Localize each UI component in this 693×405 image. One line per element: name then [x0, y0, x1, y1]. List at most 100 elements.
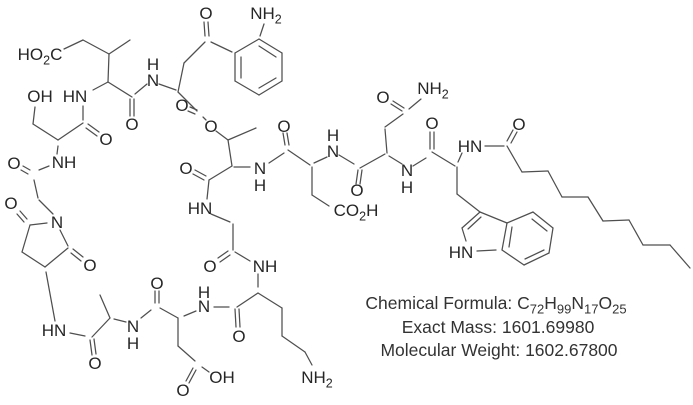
- amide-h-label: H: [147, 55, 159, 74]
- exact-mass-line: Exact Mass: 1601.69980: [402, 317, 595, 337]
- bond-line: [219, 254, 231, 263]
- bond-line: [20, 169, 29, 175]
- ketone-o-label: O: [199, 4, 212, 23]
- bond-line: [56, 145, 59, 155]
- carbonyl-o-label: O: [125, 115, 138, 134]
- bond-line: [38, 199, 54, 215]
- amide-n-label: N: [127, 317, 139, 336]
- carbonyl-o-label: O: [99, 130, 112, 149]
- bond-line: [457, 152, 463, 163]
- bond-line: [304, 351, 313, 366]
- decanoyl-o-label: O: [512, 115, 525, 134]
- bond-line: [227, 127, 257, 141]
- bond-line: [183, 310, 197, 317]
- bond-line: [234, 80, 260, 96]
- bond-line: [187, 110, 196, 115]
- succinimide-o-label: O: [83, 256, 96, 275]
- bond-line: [355, 169, 359, 185]
- bond-line: [203, 21, 206, 37]
- bond-line: [215, 130, 229, 141]
- bond-line: [92, 81, 109, 91]
- bond-line: [189, 106, 198, 111]
- bond-line: [107, 53, 110, 83]
- amide-n-label: N: [401, 161, 413, 180]
- bond-line: [72, 248, 84, 258]
- bond-line: [524, 249, 545, 260]
- bond-line: [210, 213, 231, 223]
- bond-line: [508, 226, 513, 248]
- bond-line: [390, 103, 403, 112]
- chemical-formula-line: Chemical Formula: C72H99N17O25: [365, 293, 626, 317]
- bond-line: [29, 222, 48, 226]
- bond-line: [467, 216, 482, 230]
- bond-line: [192, 173, 205, 181]
- bond-line: [501, 249, 525, 266]
- indole-nh-label: HN: [449, 243, 474, 262]
- bond-line: [19, 210, 28, 220]
- bond-line: [258, 77, 277, 89]
- bond-line: [547, 170, 563, 198]
- bond-line: [234, 38, 260, 54]
- bond-line: [32, 106, 36, 125]
- amide-h-label: H: [401, 178, 413, 197]
- bond-line: [69, 332, 86, 337]
- amide-n-label: N: [147, 71, 159, 90]
- amide-h-label: H: [254, 176, 266, 195]
- carbonyl-o-label: O: [203, 257, 216, 276]
- bond-line: [234, 251, 251, 262]
- carbonyl-o-label: O: [150, 274, 163, 293]
- bond-line: [587, 196, 604, 222]
- bond-line: [384, 113, 404, 128]
- carbonyl-o-label: O: [179, 159, 192, 178]
- bond-line: [313, 156, 328, 164]
- bond-line: [208, 165, 233, 181]
- bond-line: [506, 145, 523, 173]
- bond-line: [384, 128, 388, 154]
- bond-line: [461, 227, 467, 242]
- bond-line: [107, 81, 133, 98]
- bond-line: [89, 339, 93, 356]
- bond-line: [669, 244, 691, 269]
- bond-line: [461, 211, 481, 229]
- bond-line: [532, 211, 554, 229]
- bond-line: [282, 132, 286, 146]
- bond-line: [602, 219, 630, 222]
- amide-nh-label: HN: [188, 199, 213, 218]
- amide-h-label: H: [127, 334, 139, 353]
- asparagine-nh2-label: NH2: [417, 79, 449, 102]
- bond-line: [16, 213, 25, 223]
- bond-line: [82, 39, 110, 55]
- bond-line: [506, 129, 514, 142]
- bond-line: [159, 307, 179, 319]
- bond-line: [548, 227, 554, 254]
- aniline-nh2-label: NH2: [250, 4, 282, 27]
- bond-line: [510, 131, 518, 144]
- bond-line: [33, 179, 39, 199]
- bond-line: [57, 122, 84, 141]
- acid-o-label: O: [176, 381, 189, 400]
- bond-line: [201, 366, 210, 373]
- amide-n-label: N: [254, 159, 266, 178]
- bond-line: [359, 153, 386, 169]
- bond-line: [177, 345, 196, 362]
- bond-line: [523, 252, 550, 266]
- ornithine-nh2-label: NH2: [301, 368, 333, 391]
- bond-line: [238, 308, 241, 328]
- bond-line: [70, 252, 82, 262]
- carbonyl-o-label: O: [7, 154, 20, 173]
- bond-line: [236, 292, 259, 308]
- bond-line: [85, 127, 98, 137]
- bond-line: [207, 21, 210, 37]
- bond-line: [194, 169, 207, 177]
- amide-nh-label: HN: [63, 87, 88, 106]
- bond-line: [185, 367, 194, 382]
- bond-line: [258, 45, 277, 58]
- bond-line: [392, 100, 405, 109]
- bond-layer: [16, 21, 691, 384]
- bond-line: [99, 294, 111, 319]
- bond-line: [91, 317, 111, 338]
- bond-line: [388, 155, 403, 165]
